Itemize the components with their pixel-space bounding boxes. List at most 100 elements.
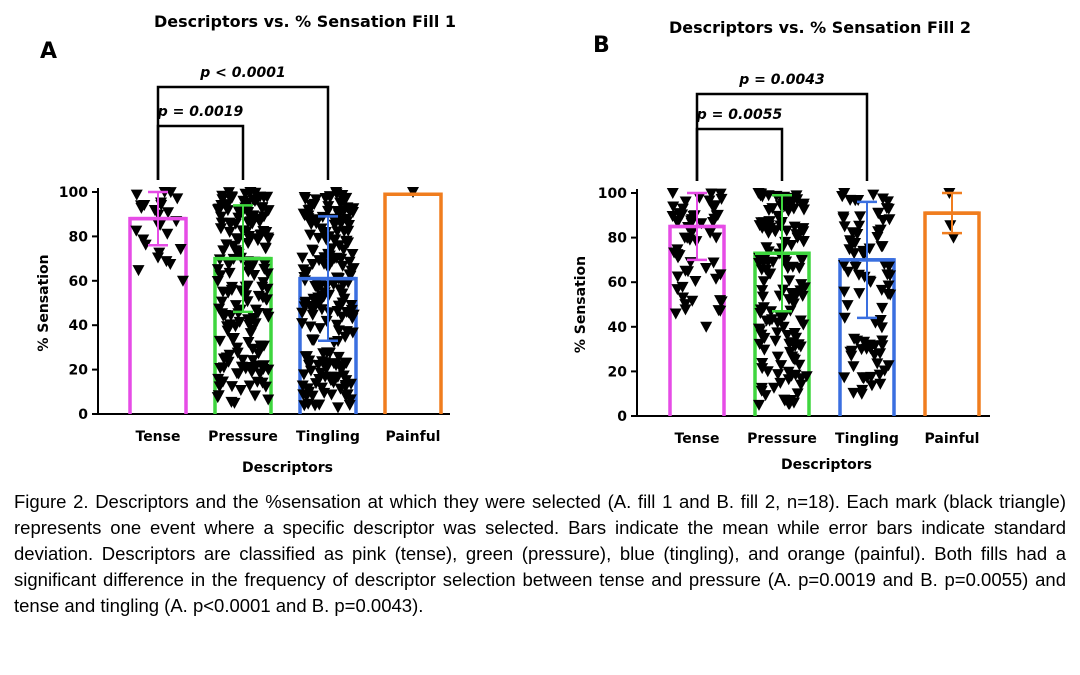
data-point: [756, 363, 769, 375]
data-point: [852, 269, 865, 281]
data-point: [310, 194, 323, 206]
data-point: [882, 280, 895, 292]
data-point: [222, 259, 235, 271]
data-point: [299, 298, 312, 310]
data-point: [760, 315, 773, 327]
data-point: [791, 232, 804, 244]
data-point: [756, 291, 769, 303]
data-point: [872, 207, 885, 219]
data-point: [790, 332, 803, 344]
data-point: [262, 233, 275, 245]
data-point: [214, 270, 227, 282]
data-point: [700, 263, 713, 275]
data-point: [221, 321, 234, 333]
data-point: [797, 235, 810, 247]
data-point: [320, 315, 333, 327]
data-point: [245, 361, 258, 373]
data-point: [257, 192, 270, 204]
data-point: [340, 391, 353, 403]
data-point: [234, 385, 247, 397]
data-point: [846, 227, 859, 239]
data-point: [670, 215, 683, 227]
data-point: [848, 248, 861, 260]
data-point: [306, 309, 319, 321]
data-point: [216, 194, 229, 206]
y-tick-label: 100: [598, 186, 627, 202]
data-point: [783, 275, 796, 287]
data-point: [315, 382, 328, 394]
data-point: [858, 336, 871, 348]
data-point: [214, 362, 227, 374]
x-axis-label: Descriptors: [781, 457, 872, 473]
data-point: [873, 369, 886, 381]
data-point: [875, 284, 888, 296]
data-point: [236, 354, 249, 366]
data-point: [248, 195, 261, 207]
y-axis-label: % Sensation: [573, 256, 589, 353]
data-point: [225, 381, 238, 393]
data-point: [672, 208, 685, 220]
data-point: [130, 225, 143, 237]
data-point: [304, 321, 317, 333]
data-point: [317, 348, 330, 360]
data-point: [248, 270, 261, 282]
data-point: [682, 266, 695, 278]
significance-label: p = 0.0055: [696, 107, 783, 123]
data-point: [703, 195, 716, 207]
data-point: [176, 275, 189, 287]
data-point: [220, 352, 233, 364]
data-point: [754, 307, 767, 319]
data-point: [754, 188, 767, 200]
data-point: [842, 266, 855, 278]
data-point: [766, 203, 779, 215]
data-point: [315, 304, 328, 316]
data-point: [755, 329, 768, 341]
data-point: [841, 300, 854, 312]
data-point: [310, 217, 323, 229]
data-point: [223, 226, 236, 238]
data-point: [132, 265, 145, 277]
bar-painful: [383, 192, 443, 414]
data-point: [331, 305, 344, 317]
data-point: [695, 218, 708, 230]
data-point: [138, 199, 151, 211]
data-point: [255, 229, 268, 241]
data-point: [758, 344, 771, 356]
significance-label: p < 0.0001: [199, 65, 286, 81]
data-point: [224, 219, 237, 231]
x-tick-label-tingling: Tingling: [296, 429, 360, 445]
data-point: [671, 271, 684, 283]
data-point: [776, 312, 789, 324]
data-point: [314, 323, 327, 335]
data-point: [235, 285, 248, 297]
data-point: [666, 188, 679, 199]
data-point: [225, 396, 238, 408]
data-point: [336, 260, 349, 272]
data-point: [681, 232, 694, 244]
data-point: [306, 244, 319, 256]
data-point: [871, 231, 884, 243]
data-point: [778, 394, 791, 406]
data-point: [296, 307, 309, 319]
data-point: [340, 326, 353, 338]
data-point: [836, 191, 849, 203]
data-point: [868, 349, 881, 361]
data-point: [296, 318, 309, 330]
data-point: [845, 350, 858, 362]
x-tick-label-tense: Tense: [136, 429, 181, 445]
y-tick-label: 80: [608, 231, 628, 247]
data-point: [232, 205, 245, 217]
data-point: [777, 284, 790, 296]
data-point: [314, 367, 327, 379]
data-point: [324, 375, 337, 387]
data-point: [239, 188, 252, 200]
data-point: [309, 400, 322, 412]
data-point: [760, 222, 773, 234]
data-point: [700, 321, 713, 333]
data-point: [336, 311, 349, 323]
data-point: [323, 289, 336, 301]
data-point: [883, 214, 896, 226]
data-point: [838, 312, 851, 324]
data-point: [760, 242, 773, 254]
data-point: [876, 335, 889, 347]
